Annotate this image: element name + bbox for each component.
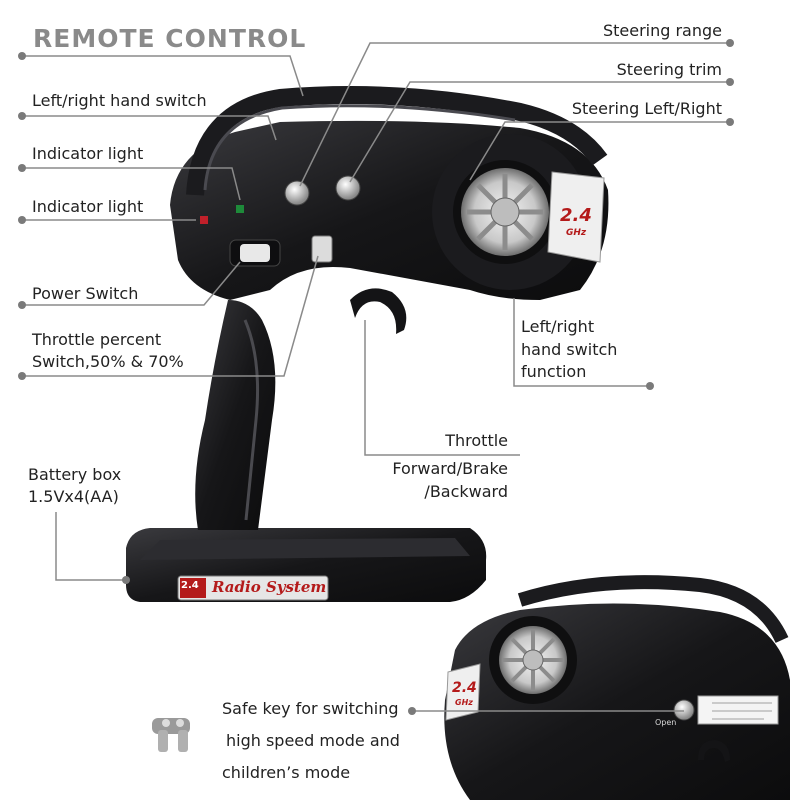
label-lr-hand-switch: Left/right hand switch <box>32 91 207 110</box>
label-steering-trim: Steering trim <box>616 60 722 79</box>
throttle-trigger <box>350 288 407 334</box>
label-indicator-light-1: Indicator light <box>32 144 144 163</box>
label-throttle-3: /Backward <box>424 482 508 501</box>
throttle-percent-switch <box>311 235 333 263</box>
red-indicator-light <box>200 216 208 224</box>
base-badge-text: Radio System <box>212 578 327 596</box>
leader-dot <box>18 372 26 380</box>
steering-range-knob <box>284 180 310 206</box>
label-battery-2: 1.5Vx4(AA) <box>28 487 119 506</box>
label-safe-key-2: high speed mode and <box>226 731 400 750</box>
green-indicator-light <box>236 205 244 213</box>
page-title: REMOTE CONTROL <box>33 24 307 53</box>
label-power-switch: Power Switch <box>32 284 139 303</box>
leader-dot <box>726 39 734 47</box>
label-lr-func-3: function <box>521 362 587 381</box>
leader-dot <box>726 118 734 126</box>
knob-open-label: Open <box>655 718 677 727</box>
leader-dot <box>18 164 26 172</box>
label-safe-key-1: Safe key for switching <box>222 699 399 718</box>
leader-dot <box>122 576 130 584</box>
leader-dot <box>18 112 26 120</box>
label-throttle-percent-2: Switch,50% & 70% <box>32 352 184 371</box>
warning-label <box>697 695 779 725</box>
label-lr-func-2: hand switch <box>521 340 618 359</box>
leader-dot <box>18 52 26 60</box>
radio-system-badge <box>177 575 329 601</box>
label-indicator-light-2: Indicator light <box>32 197 144 216</box>
ghz-badge <box>547 171 605 263</box>
label-throttle-percent-1: Throttle percent <box>32 330 162 349</box>
wheel-badge-unit: GHz <box>566 228 587 238</box>
label-steering-lr: Steering Left/Right <box>571 99 722 118</box>
leader-dot <box>726 78 734 86</box>
steering-trim-knob <box>335 175 361 201</box>
leader-lines <box>22 42 730 712</box>
label-throttle-2: Forward/Brake <box>392 459 508 478</box>
leader-dot <box>646 382 654 390</box>
label-throttle-1: Throttle <box>445 431 508 450</box>
secondary-badge-number: 2.4 <box>452 680 477 696</box>
label-safe-key-3: children’s mode <box>222 763 351 782</box>
grip-handle <box>195 300 276 530</box>
secondary-view <box>444 575 790 800</box>
safe-key <box>152 718 190 752</box>
carry-handle <box>186 86 608 196</box>
base-badge-number: 2.4 <box>181 580 199 591</box>
label-steering-range: Steering range <box>602 21 722 40</box>
secondary-badge-unit: GHz <box>455 698 473 707</box>
leader-dot <box>18 216 26 224</box>
leader-dot <box>408 707 416 715</box>
label-battery-1: Battery box <box>28 465 122 484</box>
leader-dot <box>18 301 26 309</box>
wheel-badge-number: 2.4 <box>560 205 592 226</box>
label-lr-func-1: Left/right <box>521 317 595 336</box>
safe-key-knob <box>673 699 695 721</box>
